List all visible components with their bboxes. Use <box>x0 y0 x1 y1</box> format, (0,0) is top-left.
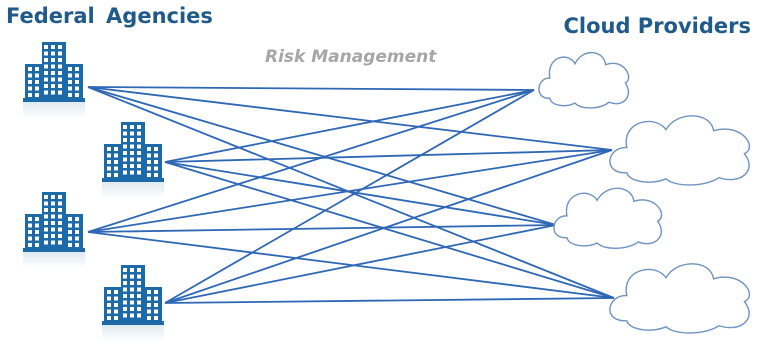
cloud-icon <box>538 51 630 109</box>
connection-line-3-1 <box>87 89 535 233</box>
connection-line-2-3 <box>164 161 557 226</box>
cloud-providers-title: Cloud Providers <box>563 14 751 38</box>
cloud-icon <box>553 187 663 249</box>
building-icon <box>102 122 164 198</box>
cloud-icon <box>609 115 751 186</box>
connection-line-2-2 <box>164 149 613 163</box>
connection-line-2-4 <box>164 161 615 299</box>
connection-line-2-1 <box>164 89 535 163</box>
federal-agencies-title: Federal Agencies <box>6 4 213 28</box>
connection-lines <box>87 86 615 304</box>
building-icon <box>23 42 85 118</box>
connection-line-4-3 <box>164 224 557 304</box>
connection-line-3-3 <box>87 224 557 233</box>
connection-line-1-3 <box>87 86 557 226</box>
building-icon <box>23 192 85 268</box>
connection-line-4-1 <box>164 89 535 304</box>
cloud-providers-group <box>538 51 751 334</box>
connection-line-4-4 <box>164 297 615 304</box>
connection-line-4-2 <box>164 149 613 304</box>
connection-line-1-1 <box>87 86 535 91</box>
connection-line-1-2 <box>87 86 613 151</box>
risk-management-label: Risk Management <box>265 47 437 67</box>
federal-agencies-group <box>23 42 164 341</box>
building-icon <box>102 265 164 341</box>
cloud-icon <box>609 263 751 334</box>
connection-line-3-2 <box>87 149 613 233</box>
